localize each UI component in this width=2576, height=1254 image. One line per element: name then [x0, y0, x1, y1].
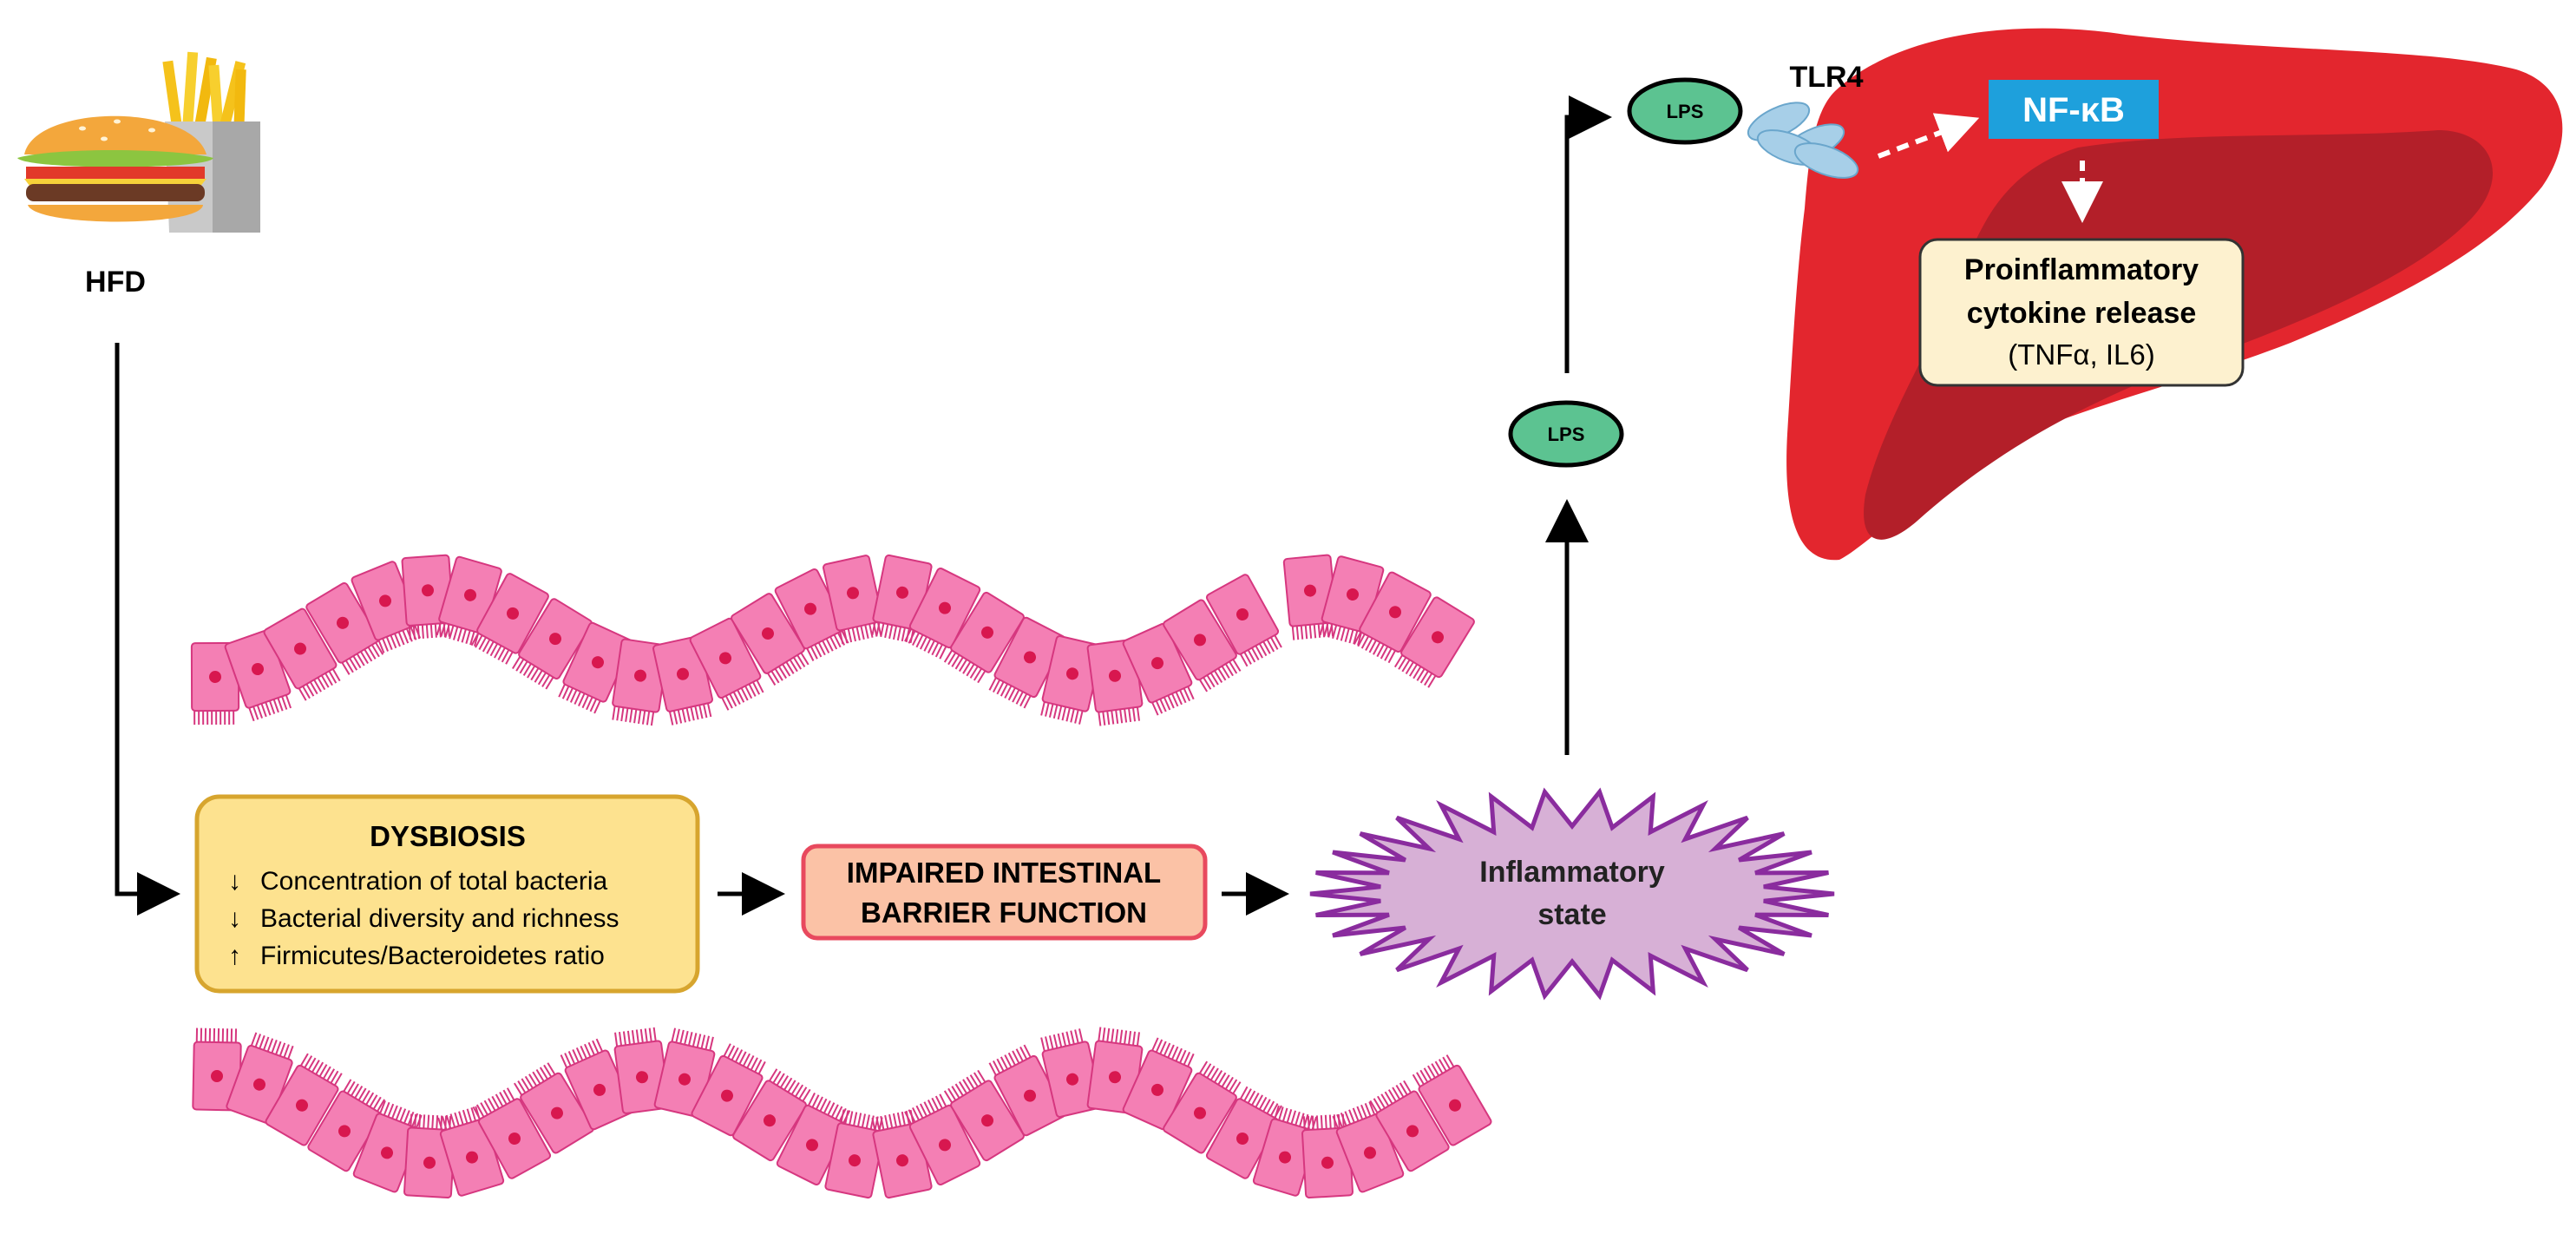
- cytokine-line-2: cytokine release: [1967, 297, 2197, 330]
- cell-nucleus: [209, 671, 221, 683]
- dysbiosis-arrow-2: ↓: [228, 904, 241, 933]
- tlr4-label: TLR4: [1790, 61, 1864, 94]
- dysbiosis-item-1: Concentration of total bacteria: [260, 867, 608, 896]
- cytokine-line-3: (TNFα, IL6): [2008, 338, 2154, 371]
- nfkb-box: NF-κB: [1989, 80, 2159, 139]
- intestinal-epithelium-top: [192, 555, 1476, 726]
- lps-upper: LPS: [1629, 80, 1740, 142]
- microvilli: [194, 711, 233, 725]
- lps-lower: LPS: [1511, 403, 1622, 465]
- lps-to-liver-arrow: [1567, 117, 1603, 373]
- inflammatory-state-starburst: Inflammatory state: [1310, 792, 1834, 996]
- microvilli: [197, 1028, 236, 1043]
- dysbiosis-title: DYSBIOSIS: [370, 820, 526, 852]
- barrier-line-1: IMPAIRED INTESTINAL: [847, 857, 1161, 889]
- inflammation-line-2: state: [1537, 898, 1606, 931]
- barrier-line-2: BARRIER FUNCTION: [861, 896, 1147, 929]
- burger-icon: [17, 116, 213, 222]
- inflammation-line-1: Inflammatory: [1479, 856, 1665, 889]
- intestinal-epithelium-bottom: [193, 1027, 1492, 1198]
- hfd-label: HFD: [85, 266, 146, 299]
- dysbiosis-arrow-1: ↓: [228, 867, 241, 896]
- lps-upper-label: LPS: [1667, 101, 1704, 122]
- dysbiosis-item-3: Firmicutes/Bacteroidetes ratio: [260, 942, 605, 970]
- starburst-shape: [1310, 792, 1834, 996]
- burger-fries-icon: [17, 52, 260, 233]
- lps-lower-label: LPS: [1548, 423, 1585, 445]
- nfkb-label: NF-κB: [2022, 91, 2125, 129]
- dysbiosis-box: DYSBIOSIS ↓ Concentration of total bacte…: [197, 797, 698, 991]
- dysbiosis-item-2: Bacterial diversity and richness: [260, 904, 619, 933]
- hfd-to-dysbiosis-arrow: [117, 343, 172, 894]
- cytokine-release-box: Proinflammatory cytokine release (TNFα, …: [1920, 240, 2243, 385]
- cytokine-line-1: Proinflammatory: [1964, 253, 2199, 286]
- dysbiosis-arrow-3: ↑: [228, 942, 241, 970]
- impaired-barrier-box: IMPAIRED INTESTINAL BARRIER FUNCTION: [803, 846, 1205, 938]
